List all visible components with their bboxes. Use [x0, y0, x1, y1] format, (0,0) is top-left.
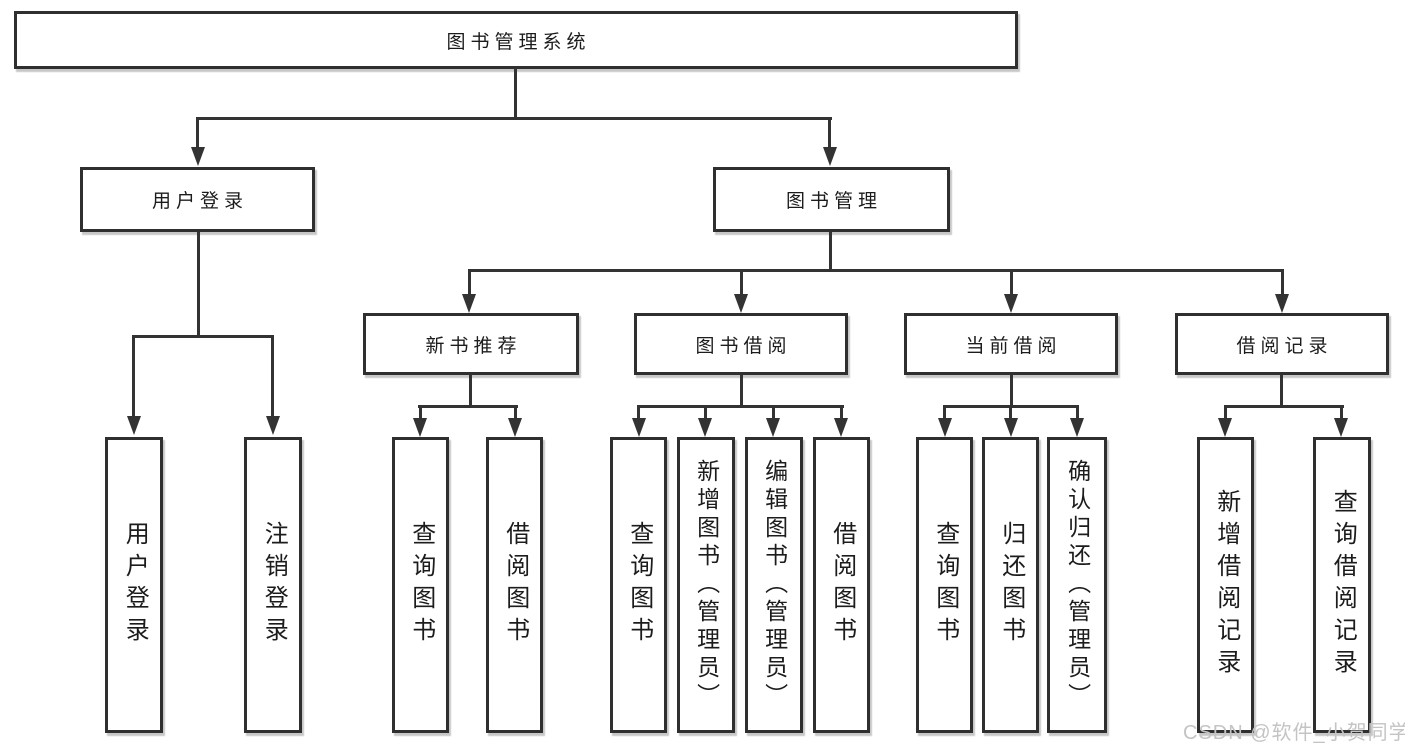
connector-stem [828, 117, 831, 147]
connector-stem [1010, 269, 1013, 294]
connector-stem [271, 335, 274, 416]
node-label: 新书推荐 [425, 335, 522, 357]
connector-vertical [1280, 375, 1283, 405]
leaf-label: 确认归还（管理员） [1064, 459, 1091, 711]
connector-horizontal [418, 405, 518, 408]
leaf-label: 借阅图书 [501, 521, 529, 649]
leaf-label: 用户登录 [121, 521, 149, 649]
connector-stem [704, 405, 707, 419]
arrow-down-icon [508, 418, 522, 437]
leaf-label: 查询图书 [931, 521, 959, 649]
node-label: 当前借阅 [965, 335, 1062, 357]
connector-book-mgmt-horizontal [468, 269, 1284, 272]
connector-stem [1224, 405, 1227, 419]
node-label: 用户登录 [151, 191, 248, 212]
arrow-down-icon [766, 418, 780, 437]
leaf-query-books-2: 查询图书 [610, 437, 667, 733]
arrow-down-icon [127, 416, 141, 435]
connector-stem [1009, 405, 1012, 419]
arrow-down-icon [834, 418, 848, 437]
leaf-label: 新增图书（管理员） [693, 459, 720, 711]
connector-stem [514, 405, 517, 419]
connector-stem [637, 405, 640, 419]
arrow-down-icon [938, 418, 952, 437]
leaf-borrow-books-1: 借阅图书 [486, 437, 543, 733]
node-label: 图书管理 [785, 191, 882, 212]
leaf-query-borrow-record: 查询借阅记录 [1313, 437, 1371, 733]
node-book-management-system: 图书管理系统 [14, 11, 1018, 69]
arrow-down-icon [1070, 418, 1084, 437]
arrow-down-icon [823, 147, 837, 166]
connector-stem [132, 335, 135, 416]
leaf-label: 新增借阅记录 [1212, 489, 1240, 681]
connector-vertical [469, 375, 472, 405]
leaf-add-books-admin: 新增图书（管理员） [677, 437, 735, 733]
node-label: 借阅记录 [1236, 335, 1333, 357]
connector-stem [772, 405, 775, 419]
connector-stem [1076, 405, 1079, 419]
connector-root-vertical [514, 68, 517, 118]
arrow-down-icon [266, 416, 280, 435]
node-new-book-recommend: 新书推荐 [363, 313, 579, 375]
arrow-down-icon [1004, 418, 1018, 437]
connector-stem [740, 269, 743, 294]
leaf-query-books-3: 查询图书 [916, 437, 973, 733]
node-label: 图书管理系统 [446, 31, 591, 53]
watermark: CSDN @软件_小贺同学 [1183, 722, 1405, 744]
leaf-label: 编辑图书（管理员） [761, 459, 788, 711]
leaf-return-books: 归还图书 [982, 437, 1039, 733]
arrow-down-icon [1218, 418, 1232, 437]
connector-stem [1340, 405, 1343, 419]
arrow-down-icon [1275, 294, 1289, 313]
arrow-down-icon [413, 418, 427, 437]
node-book-borrowing: 图书借阅 [634, 313, 848, 375]
leaf-query-books-1: 查询图书 [392, 437, 449, 733]
node-borrowing-records: 借阅记录 [1175, 313, 1389, 375]
leaf-label: 查询图书 [625, 521, 653, 649]
connector-vertical [740, 375, 743, 405]
node-current-borrowing: 当前借阅 [904, 313, 1118, 375]
arrow-down-icon [1004, 294, 1018, 313]
leaf-logout: 注销登录 [244, 437, 302, 733]
leaf-add-borrow-record: 新增借阅记录 [1197, 437, 1254, 733]
connector-stem [468, 269, 471, 294]
connector-horizontal [1224, 405, 1344, 408]
connector-stem [1281, 269, 1284, 294]
arrow-down-icon [462, 294, 476, 313]
leaf-confirm-return-admin: 确认归还（管理员） [1047, 437, 1107, 733]
leaf-user-login: 用户登录 [105, 437, 163, 733]
node-book-management: 图书管理 [713, 167, 950, 232]
node-user-login: 用户登录 [80, 167, 315, 232]
arrow-down-icon [1334, 418, 1348, 437]
connector-root-horizontal [196, 117, 832, 120]
leaf-label: 注销登录 [260, 521, 288, 649]
leaf-borrow-books-2: 借阅图书 [813, 437, 870, 733]
connector-user-login-horizontal [132, 335, 274, 338]
connector-book-mgmt-vertical [829, 232, 832, 269]
leaf-label: 归还图书 [997, 521, 1025, 649]
arrow-down-icon [632, 418, 646, 437]
connector-stem [943, 405, 946, 419]
arrow-down-icon [191, 147, 205, 166]
leaf-label: 查询图书 [407, 521, 435, 649]
arrow-down-icon [698, 418, 712, 437]
connector-horizontal [637, 405, 844, 408]
leaf-label: 借阅图书 [828, 521, 856, 649]
connector-stem [840, 405, 843, 419]
leaf-edit-books-admin: 编辑图书（管理员） [745, 437, 803, 733]
connector-user-login-vertical [197, 232, 200, 335]
arrow-down-icon [734, 294, 748, 313]
leaf-label: 查询借阅记录 [1329, 489, 1357, 681]
connector-vertical [1010, 375, 1013, 405]
node-label: 图书借阅 [695, 335, 792, 357]
connector-stem [419, 405, 422, 419]
connector-stem [196, 117, 199, 147]
